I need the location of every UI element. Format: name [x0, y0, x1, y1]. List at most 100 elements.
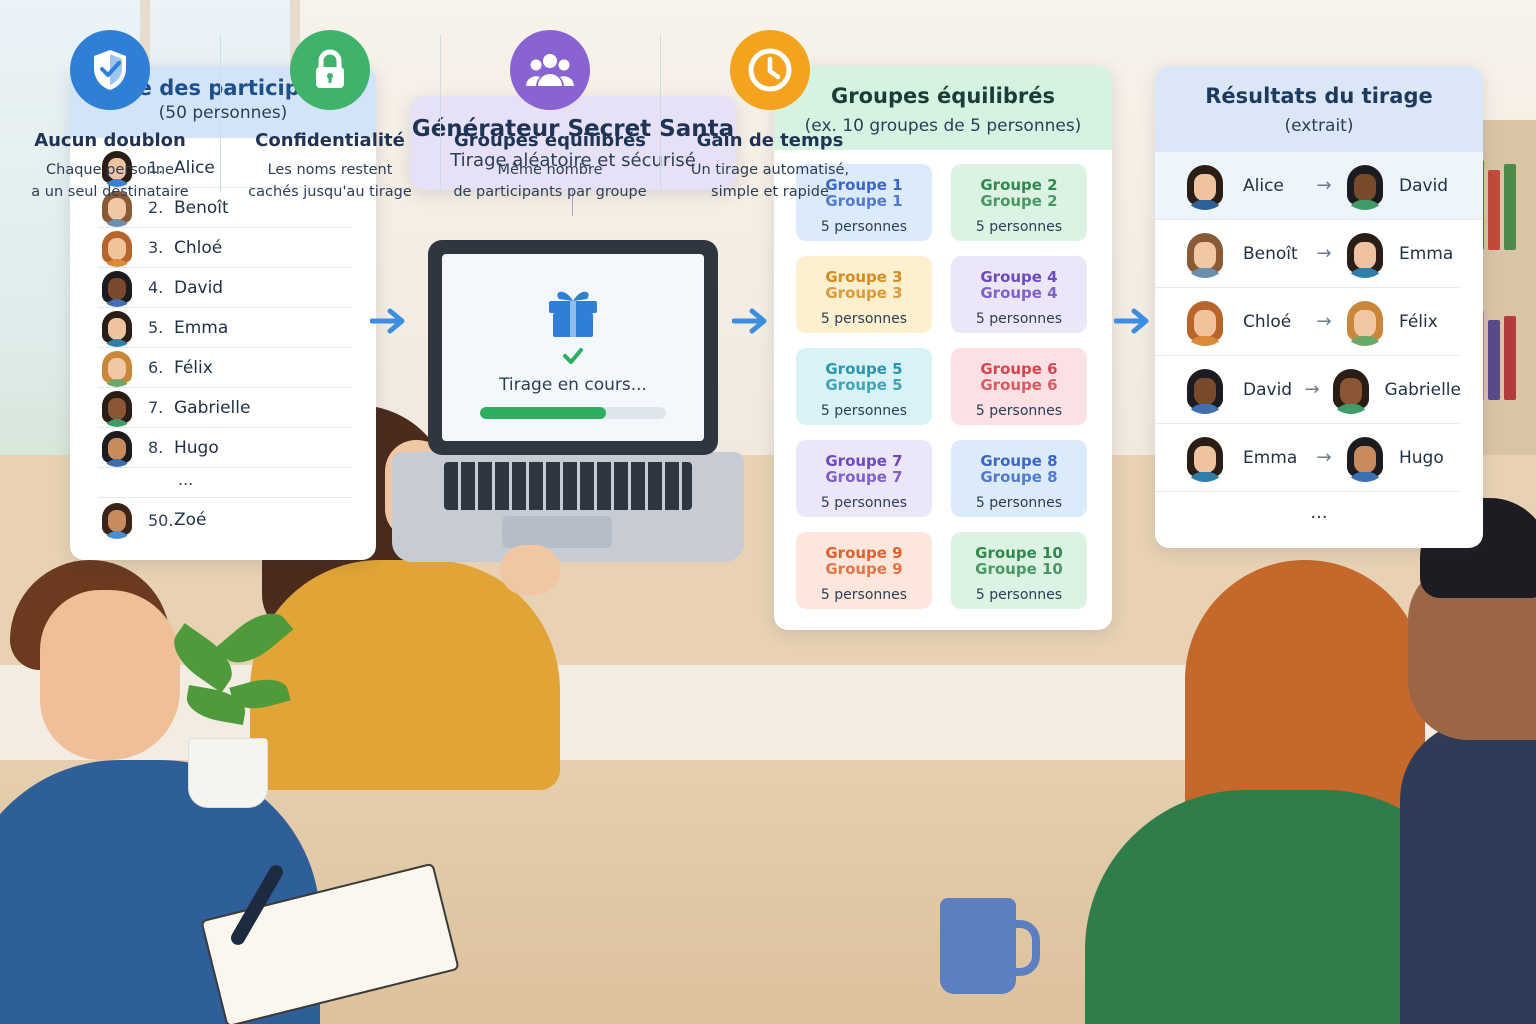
- arrow-icon: →: [1304, 379, 1320, 400]
- avatar: [98, 501, 136, 539]
- participant-name: Félix: [174, 357, 213, 378]
- feature-desc-line: Un tirage automatisé,: [690, 162, 850, 178]
- group-name: Groupe 3: [825, 268, 903, 286]
- participant-row-last[interactable]: 50. Zoé: [98, 500, 352, 540]
- group-name: Groupe 10: [975, 544, 1063, 562]
- group-name-echo: Groupe 4: [980, 284, 1058, 302]
- participant-number: 3.: [148, 238, 164, 257]
- generator-card: Générateur Secret Santa Tirage aléatoire…: [410, 96, 736, 190]
- avatar: [98, 349, 136, 387]
- participant-name: Gabrielle: [174, 397, 251, 418]
- avatar: [1181, 366, 1229, 414]
- result-row[interactable]: Emma→Hugo: [1155, 424, 1461, 492]
- avatar: [1341, 162, 1389, 210]
- receiver-name: Hugo: [1399, 447, 1444, 468]
- results-title: Résultats du tirage: [1205, 84, 1433, 108]
- group-name-echo: Groupe 3: [825, 284, 903, 302]
- groups-title: Groupes équilibrés: [830, 84, 1055, 108]
- participant-row[interactable]: 8.Hugo: [98, 428, 352, 468]
- group-name-echo: Groupe 1: [825, 192, 903, 210]
- avatar: [1327, 366, 1375, 414]
- woman-hand: [500, 545, 560, 595]
- arrow-icon: →: [1316, 447, 1332, 468]
- result-row[interactable]: Chloé→Félix: [1155, 288, 1461, 356]
- participant-row[interactable]: 1.Alice: [98, 148, 352, 188]
- results-panel: Résultats du tirage (extrait) Alice→Davi…: [1155, 66, 1483, 548]
- participant-row[interactable]: 6. Félix: [98, 348, 352, 388]
- group-name-echo: Groupe 8: [980, 468, 1058, 486]
- participant-row[interactable]: 5.Emma: [98, 308, 352, 348]
- feature-description: Un tirage automatisé,simple et rapide: [660, 159, 880, 203]
- feature-desc-line: de participants par groupe: [453, 184, 647, 200]
- participant-row[interactable]: 4.David: [98, 268, 352, 308]
- result-row[interactable]: David→Gabrielle: [1155, 356, 1461, 424]
- group-count: 5 personnes: [975, 587, 1063, 603]
- progress-fill: [480, 406, 607, 419]
- participant-number: 1.: [148, 158, 164, 177]
- feature-item: Gain de temps Un tirage automatisé,simple…: [660, 0, 880, 220]
- giver-name: Alice: [1243, 175, 1284, 196]
- receiver-name: Emma: [1399, 243, 1454, 264]
- woman-sweater: [250, 560, 560, 790]
- group-name: Groupe 7: [825, 452, 903, 470]
- feature-description: Chaque personne a un seul destinataire: [0, 159, 220, 203]
- group-name-echo: Groupe 6: [980, 376, 1058, 394]
- avatar: [98, 269, 136, 307]
- results-more: ...: [1310, 502, 1328, 523]
- feature-desc-line: a un seul destinataire: [31, 184, 189, 200]
- participant-number: 7.: [148, 398, 164, 417]
- groups-panel: Groupes équilibrés (ex. 10 groupes de 5 …: [774, 66, 1112, 630]
- list-ellipsis: ...: [98, 468, 352, 498]
- participant-row[interactable]: 7. Gabrielle: [98, 388, 352, 428]
- participant-name: Hugo: [174, 437, 219, 458]
- results-subtitle: (extrait): [1284, 116, 1354, 136]
- participant-row[interactable]: 3. Chloé: [98, 228, 352, 268]
- feature-title: Gain de temps: [696, 130, 844, 151]
- man-hoodie: [1400, 720, 1536, 1024]
- result-row[interactable]: Alice→David: [1155, 152, 1483, 220]
- group-count: 5 personnes: [975, 219, 1063, 235]
- avatar: [1181, 162, 1229, 210]
- arrow-right-icon: [1114, 308, 1149, 334]
- group-name-echo: Groupe 2: [980, 192, 1058, 210]
- participant-row[interactable]: 2.Benoît: [98, 188, 352, 228]
- receiver-name: Gabrielle: [1384, 379, 1461, 400]
- receiver-name: Félix: [1399, 311, 1438, 332]
- avatar: [98, 149, 136, 187]
- groups-header: Groupes équilibrés (ex. 10 groupes de 5 …: [774, 66, 1112, 150]
- giver-name: Benoît: [1243, 243, 1298, 264]
- participant-number: 6.: [148, 358, 164, 377]
- group-count: 5 personnes: [820, 587, 908, 603]
- feature-title: Aucun doublon: [34, 130, 186, 151]
- participant-name: Chloé: [174, 237, 223, 258]
- group-name: Groupe 6: [980, 360, 1058, 378]
- shield-check-icon: [70, 30, 150, 110]
- feature-desc-line: Chaque personne: [46, 162, 174, 178]
- avatar: [1341, 298, 1389, 346]
- group-name-echo: Groupe 9: [825, 560, 903, 578]
- giver-name: Chloé: [1243, 311, 1292, 332]
- participant-number: 50.: [148, 510, 174, 530]
- participants-subtitle: (50 personnes): [158, 103, 288, 123]
- feature-desc-line: Les noms restent: [267, 162, 393, 178]
- group-name: Groupe 5: [825, 360, 903, 378]
- result-row[interactable]: Benoît→Emma: [1155, 220, 1461, 288]
- group-count: 5 personnes: [975, 495, 1063, 511]
- lock-icon: [290, 30, 370, 110]
